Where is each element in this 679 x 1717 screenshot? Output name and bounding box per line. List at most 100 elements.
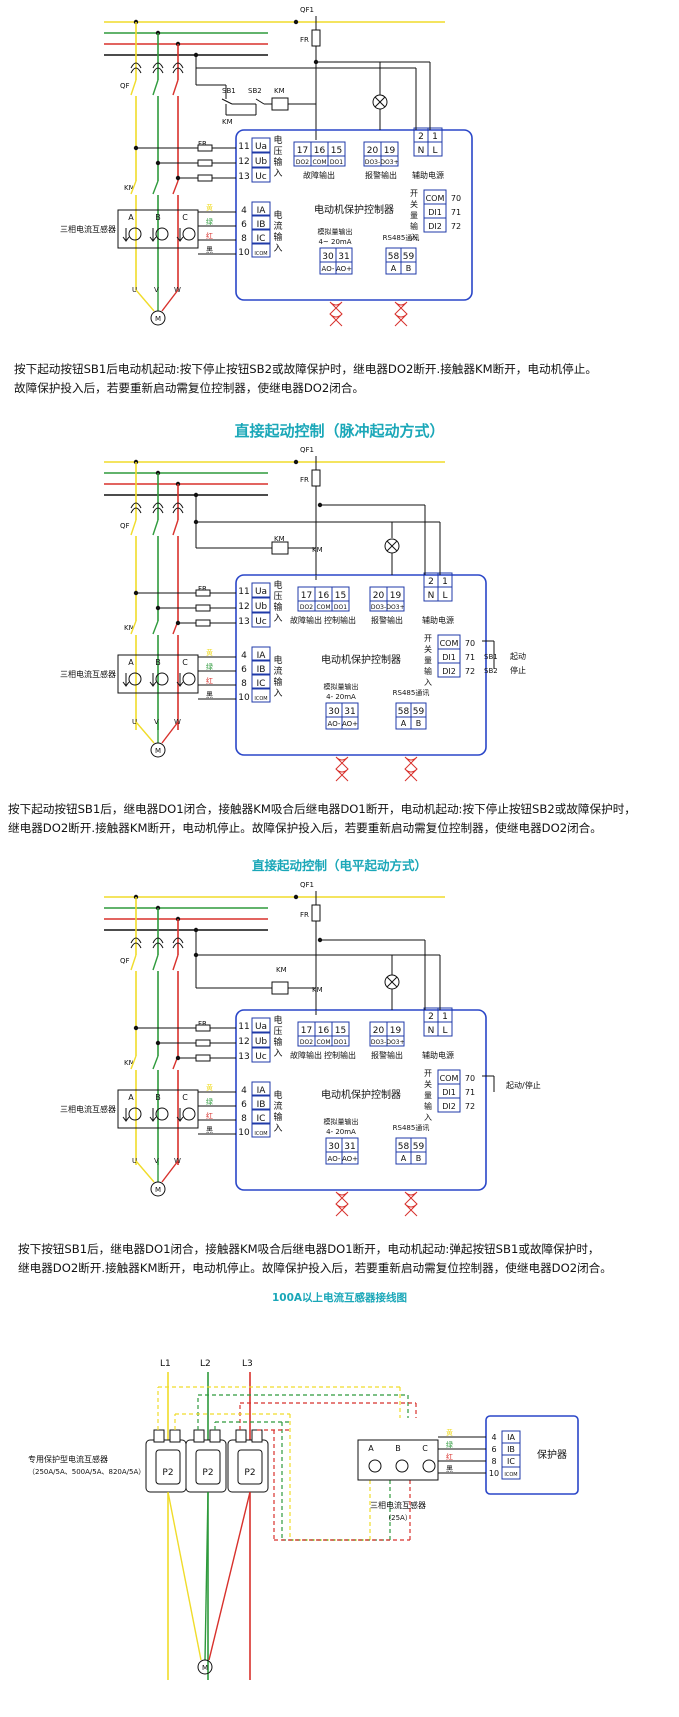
terminal-number: 2 bbox=[428, 577, 434, 587]
terminal-name: AO- bbox=[328, 720, 341, 728]
analog-output-label: 模拟量输出 bbox=[324, 682, 359, 691]
terminal-cell bbox=[331, 1035, 350, 1047]
terminal-name: IA bbox=[257, 1086, 267, 1096]
terminal-name: AO+ bbox=[342, 1155, 358, 1163]
terminal-number: 71 bbox=[465, 1088, 475, 1097]
control-output-label: 控制输出 bbox=[324, 615, 356, 625]
terminal-cell bbox=[437, 1097, 461, 1113]
motor-label: M bbox=[155, 747, 161, 755]
breaker-arc-icon bbox=[130, 937, 142, 949]
motor-lead bbox=[135, 1160, 155, 1183]
motor-label: M bbox=[202, 1664, 208, 1672]
ct-coil-icon bbox=[155, 672, 169, 686]
terminal-number: N bbox=[428, 591, 435, 601]
terminal-cell bbox=[251, 167, 271, 183]
terminal-cell bbox=[251, 660, 271, 675]
terminal-number: 4 bbox=[241, 651, 247, 661]
breaker-arc-icon bbox=[152, 937, 164, 949]
terminal-cell bbox=[386, 1035, 405, 1047]
km-blade bbox=[130, 620, 137, 635]
controller-box bbox=[235, 129, 473, 301]
terminal-number: N bbox=[418, 146, 425, 156]
terminal-name: Ub bbox=[255, 157, 268, 167]
motor-label: M bbox=[155, 315, 161, 323]
terminal-name: Ua bbox=[255, 142, 267, 152]
terminal-number: 6 bbox=[491, 1445, 496, 1454]
lamp-cross bbox=[386, 976, 398, 988]
terminal-name: DI2 bbox=[428, 222, 442, 231]
ct100-phase-label: L3 bbox=[242, 1359, 253, 1369]
svg-text:压: 压 bbox=[273, 1026, 282, 1037]
svg-text:关: 关 bbox=[424, 644, 432, 654]
svg-text:量: 量 bbox=[424, 1091, 432, 1100]
svg-text:电: 电 bbox=[273, 1014, 282, 1026]
ct25-phase-label: B bbox=[395, 1444, 401, 1453]
motor-icon bbox=[150, 310, 166, 326]
terminal-name: IC bbox=[257, 234, 266, 244]
terminal-number: 15 bbox=[335, 1026, 346, 1036]
terminal-number: 4 bbox=[241, 1086, 247, 1096]
svg-text:入: 入 bbox=[410, 233, 418, 242]
terminal-name: DI1 bbox=[442, 1088, 456, 1097]
terminal-number: 8 bbox=[241, 1114, 247, 1124]
coil-icon bbox=[271, 981, 289, 995]
terminal-name: DO1 bbox=[334, 1039, 347, 1046]
ct-window bbox=[155, 1449, 181, 1485]
terminal-name: IC bbox=[507, 1457, 515, 1466]
fuse-icon bbox=[195, 604, 211, 612]
junction-dot bbox=[193, 952, 199, 958]
wire-color-label: 绿 bbox=[206, 662, 213, 671]
terminal-name: IB bbox=[257, 1100, 266, 1110]
protector-box bbox=[485, 1415, 579, 1495]
motor-lead bbox=[135, 721, 155, 744]
terminal-name: IC bbox=[257, 1114, 266, 1124]
svg-text:关: 关 bbox=[410, 199, 418, 209]
terminal-number: 17 bbox=[301, 1026, 312, 1036]
svg-text:输: 输 bbox=[424, 1101, 432, 1111]
twisted-pair-icon bbox=[329, 301, 343, 327]
terminal-number: 59 bbox=[413, 1142, 425, 1152]
terminal-number: 17 bbox=[301, 591, 312, 601]
wire-color-label: 黄 bbox=[206, 1083, 213, 1092]
terminal-name: Ua bbox=[255, 1022, 267, 1032]
u-label: U bbox=[132, 718, 137, 726]
terminal-cell bbox=[335, 261, 353, 275]
motor-lead bbox=[161, 289, 179, 312]
terminal-number: 30 bbox=[322, 252, 334, 262]
twisted-pair-icon bbox=[394, 301, 408, 327]
terminal-cell bbox=[410, 1151, 427, 1165]
ct100-motor-lead bbox=[204, 1491, 209, 1661]
svg-text:流: 流 bbox=[273, 1100, 282, 1112]
qf-blade bbox=[172, 79, 179, 96]
svg-text:电: 电 bbox=[273, 654, 282, 666]
terminal-cell bbox=[251, 1123, 271, 1138]
terminal-cell bbox=[251, 688, 271, 703]
dedicated-ct-label: 专用保护型电流互感器 bbox=[28, 1454, 108, 1464]
terminal-name: COM bbox=[316, 1039, 330, 1046]
breaker-arc-icon bbox=[130, 62, 142, 74]
terminal-number: 13 bbox=[238, 1052, 249, 1062]
terminal-number: 31 bbox=[344, 707, 355, 717]
wire-color-label: 绿 bbox=[206, 217, 213, 226]
analog-output-label: 模拟量输出 bbox=[318, 227, 353, 236]
terminal-cell bbox=[501, 1466, 521, 1480]
terminal-name: DO3- bbox=[371, 604, 386, 611]
terminal-name: ICOM bbox=[254, 696, 267, 702]
protector-label: 保护器 bbox=[537, 1448, 567, 1461]
ct25-box bbox=[357, 1439, 439, 1481]
junction-dot bbox=[293, 19, 299, 25]
ct-coil-icon bbox=[182, 227, 196, 241]
ct-title-label: 三相电流互感器 bbox=[60, 224, 116, 234]
terminal-number: 31 bbox=[344, 1142, 355, 1152]
svg-text:量: 量 bbox=[410, 211, 418, 220]
svg-text:流: 流 bbox=[273, 665, 282, 677]
terminal-cell bbox=[251, 597, 271, 613]
terminal-number: 12 bbox=[238, 602, 249, 612]
terminal-cell bbox=[423, 217, 447, 233]
analog-output-label: 模拟量输出 bbox=[324, 1117, 359, 1126]
wire-color-label: 黄 bbox=[206, 648, 213, 657]
terminal-number: 31 bbox=[338, 252, 349, 262]
terminal-number: 58 bbox=[398, 707, 410, 717]
wire-color-label: 黄 bbox=[446, 1428, 453, 1437]
